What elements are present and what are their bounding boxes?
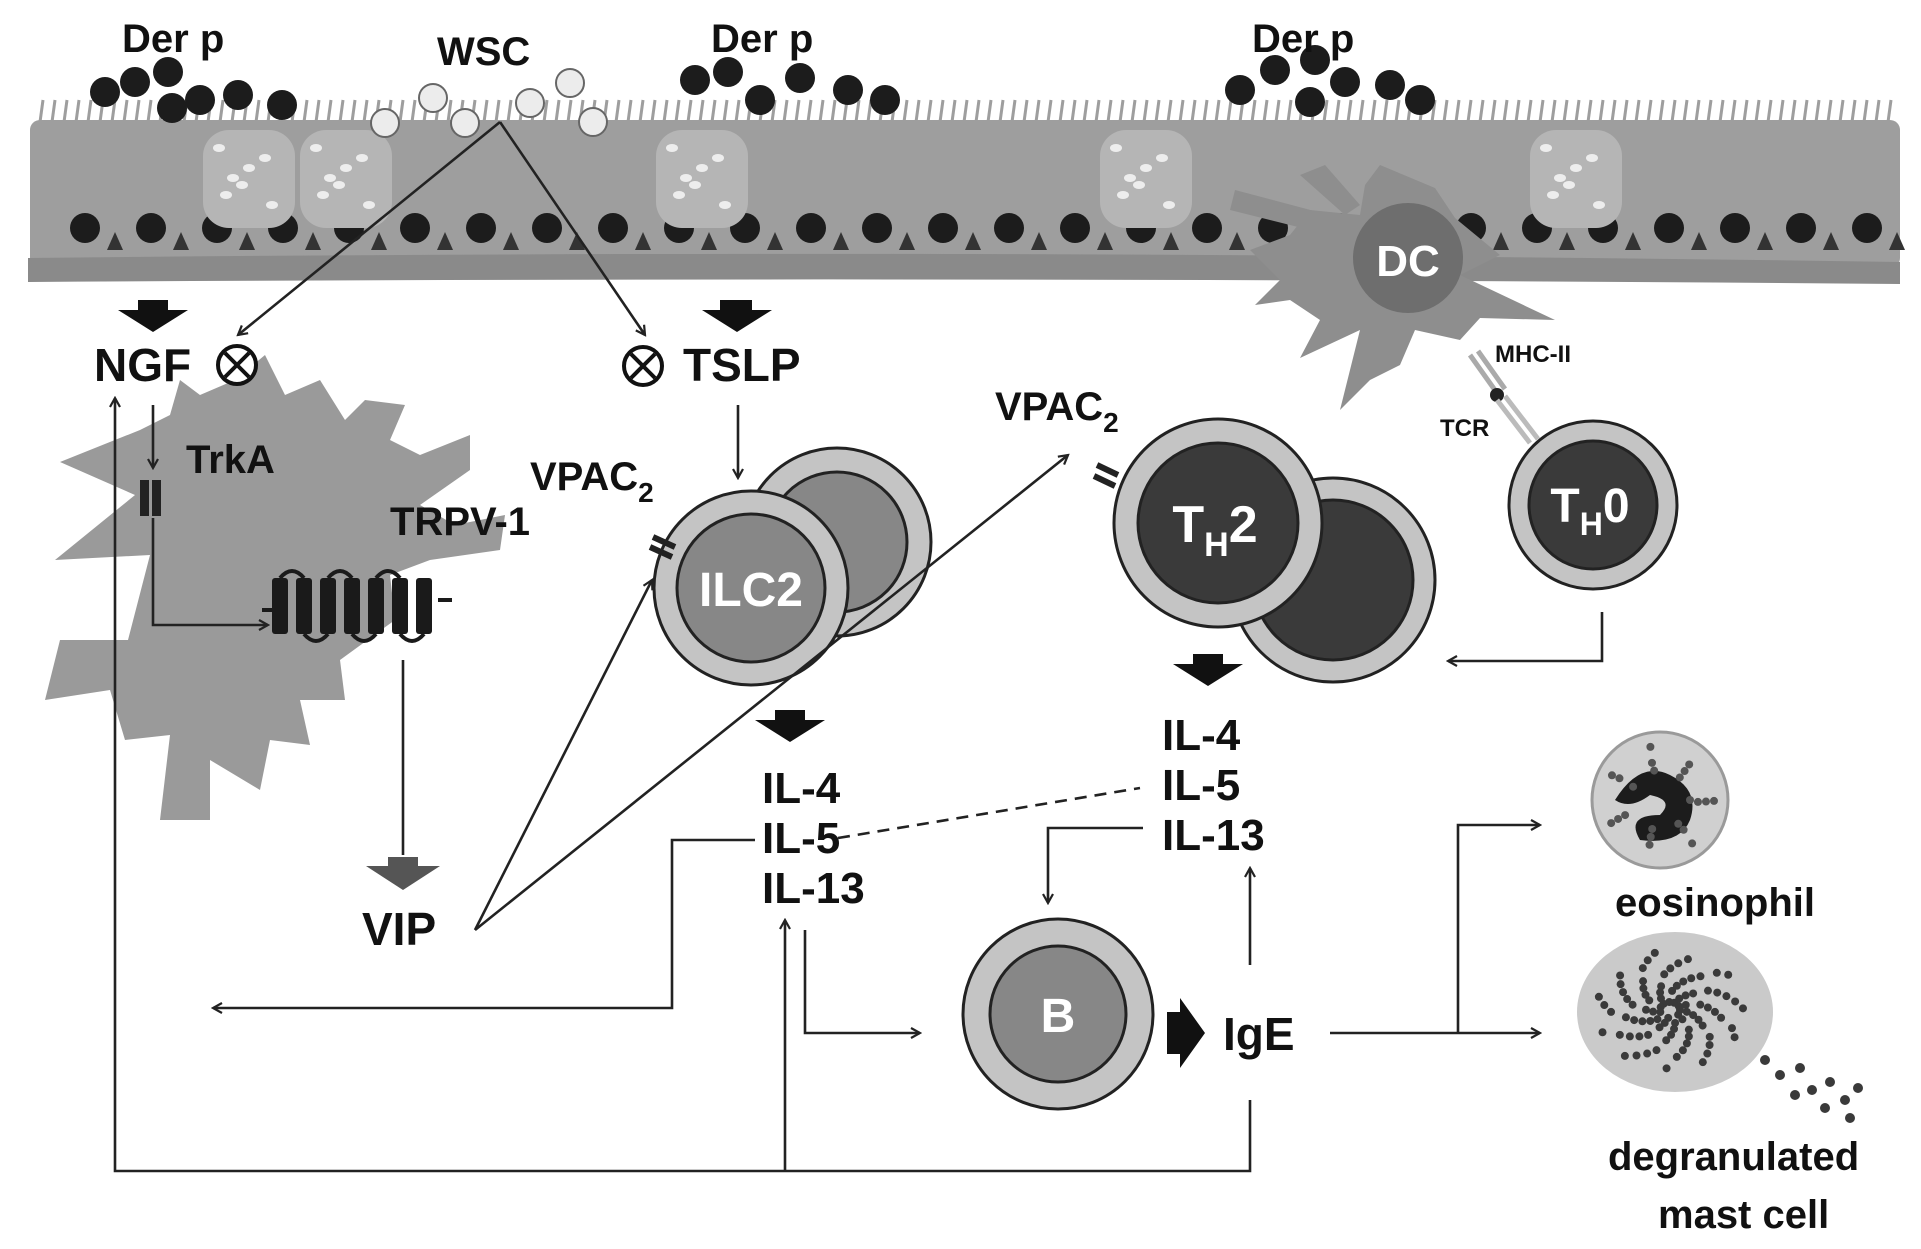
- trka-receptor: [140, 480, 161, 516]
- b-cell-label: B: [1041, 990, 1076, 1043]
- mast-cell-label-line2: mast cell: [1658, 1193, 1829, 1237]
- ilc2-cell-pair: [652, 446, 933, 687]
- tcr-label: TCR: [1440, 415, 1489, 442]
- th2-cytokine: IL-4: [1162, 711, 1241, 760]
- ilc2-cytokine: IL-4: [762, 764, 841, 813]
- epithelium-cilia: [38, 99, 1893, 123]
- vpac2-label-ilc2: VPAC2: [530, 455, 654, 508]
- th2-label: TH2: [1172, 496, 1257, 564]
- der-p-allergen-particles: [90, 45, 1435, 123]
- ilc2-cytokine-list: IL-4 IL-5 IL-13: [762, 764, 865, 913]
- ilc2-cytokine: IL-13: [762, 864, 865, 913]
- dendritic-cell-left-arm: [1230, 165, 1360, 230]
- ilc2-cytokine: IL-5: [762, 814, 840, 863]
- vpac2-receptor-th2: [1092, 462, 1120, 489]
- mhc-tcr-synapse: [1467, 349, 1540, 445]
- th0-cell: [1507, 419, 1679, 591]
- th2-cytokine-list: IL-4 IL-5 IL-13: [1162, 711, 1265, 860]
- inhibit-symbol-ngf: [216, 344, 258, 386]
- ngf-label: NGF: [94, 339, 191, 391]
- wsc-label: WSC: [437, 30, 530, 74]
- th2-cytokine: IL-5: [1162, 761, 1240, 810]
- b-cell: [961, 917, 1155, 1111]
- der-p-label-3: Der p: [1252, 17, 1354, 61]
- goblet-cells: [203, 130, 1622, 228]
- mast-cell-label-line1: degranulated: [1608, 1135, 1859, 1179]
- basement-membrane: [28, 253, 1900, 284]
- tslp-label: TSLP: [683, 339, 801, 391]
- block-arrows: [118, 300, 1243, 1068]
- th0-label: TH0: [1550, 480, 1629, 542]
- airway-epithelium: [28, 99, 1905, 284]
- vpac2-receptor-ilc2: [648, 534, 677, 560]
- mhc-ii-label: MHC-II: [1495, 341, 1571, 368]
- ilc2-label: ILC2: [699, 564, 803, 617]
- ige-label: IgE: [1223, 1008, 1295, 1060]
- wsc-particles: [370, 68, 608, 138]
- der-p-label-1: Der p: [122, 17, 224, 61]
- der-p-label-2: Der p: [711, 17, 813, 61]
- trpv1-channel: [262, 569, 452, 643]
- dc-nucleus: [1353, 203, 1463, 313]
- th2-cell-pair: [1112, 417, 1437, 684]
- th2-cytokine: IL-13: [1162, 811, 1265, 860]
- trpv1-label: TRPV-1: [390, 500, 530, 544]
- trka-label: TrkA: [186, 438, 275, 482]
- vip-label: VIP: [362, 903, 436, 955]
- pathway-arrows: [115, 120, 1604, 1173]
- eosinophil-label: eosinophil: [1615, 881, 1815, 925]
- inhibit-symbol-tslp: [622, 345, 664, 387]
- dc-label: DC: [1376, 237, 1440, 286]
- vpac2-label-th2: VPAC2: [995, 385, 1119, 438]
- mast-cell: [1577, 932, 1863, 1123]
- eosinophil-cell: [1590, 730, 1730, 870]
- neuron-internal-arrows: [151, 518, 405, 855]
